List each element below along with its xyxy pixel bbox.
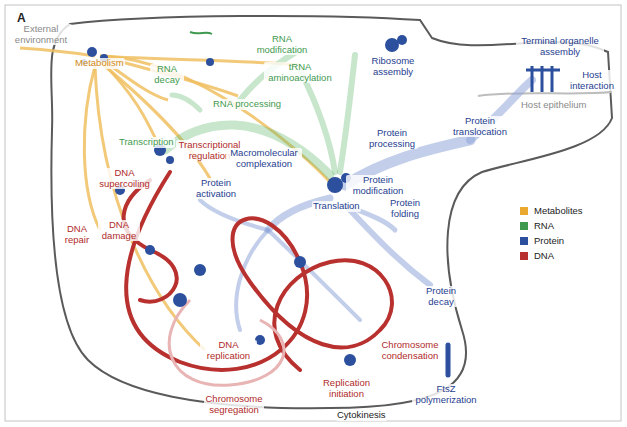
process-label: RNA decay — [150, 64, 184, 85]
process-label: Host epithelium — [520, 100, 587, 111]
process-label: RNA processing — [212, 99, 282, 110]
metabolite-flows — [20, 48, 330, 350]
legend-row: Metabolites — [520, 203, 583, 218]
process-label: Host interaction — [566, 70, 618, 91]
process-label: Ribosome assembly — [368, 56, 418, 77]
process-label: Protein activation — [194, 178, 238, 199]
legend-swatch — [520, 237, 528, 245]
protein-flows — [200, 80, 532, 330]
dna-strand — [124, 172, 392, 370]
segregating-chromosome — [169, 300, 284, 385]
legend-row: RNA — [520, 218, 583, 233]
cell-outline — [51, 16, 612, 408]
terminal-organelle-bars — [526, 66, 560, 92]
legend-text: RNA — [534, 220, 554, 231]
process-label: Protein folding — [384, 198, 426, 219]
legend-swatch — [520, 207, 528, 215]
process-label: Chromosome condensation — [378, 340, 442, 361]
process-label: RNA modification — [250, 34, 314, 55]
process-label: DNA damage — [98, 220, 140, 241]
process-label: External environment — [10, 24, 72, 45]
process-label: Protein translocation — [448, 116, 512, 137]
process-label: Metabolism — [74, 58, 125, 69]
legend-swatch — [520, 222, 528, 230]
rna-icon — [190, 32, 212, 34]
legend-text: Protein — [534, 235, 564, 246]
legend-swatch — [520, 252, 528, 260]
ftsz-ring — [446, 345, 451, 375]
process-label: Transcription — [118, 137, 175, 148]
process-label: DNA supercoiling — [96, 168, 153, 189]
process-label: FtsZ polymerization — [412, 384, 480, 405]
process-label: Protein modification — [346, 175, 410, 196]
panel-frame — [5, 5, 621, 421]
rna-flows — [165, 50, 355, 175]
process-label: Macromolecular complexation — [226, 148, 302, 169]
process-label: Translation — [312, 201, 361, 212]
legend-text: Metabolites — [534, 205, 583, 216]
legend-row: DNA — [520, 248, 583, 263]
process-label: Protein processing — [366, 128, 418, 149]
process-label: Replication initiation — [318, 378, 375, 399]
process-label: DNA replication — [200, 340, 257, 361]
process-label: Protein decay — [420, 286, 462, 307]
process-label: Chromosome segregation — [204, 394, 264, 415]
protein-icons — [81, 35, 407, 366]
process-label: Cytokinesis — [336, 410, 387, 421]
host-epithelium-line — [478, 92, 612, 96]
process-label: tRNA aminoacylation — [264, 62, 336, 83]
legend-row: Protein — [520, 233, 583, 248]
process-label: Terminal organelle assembly — [516, 36, 604, 57]
legend: MetabolitesRNA ProteinDNA — [520, 203, 583, 263]
legend-text: DNA — [534, 250, 554, 261]
process-label: DNA repair — [60, 224, 94, 245]
